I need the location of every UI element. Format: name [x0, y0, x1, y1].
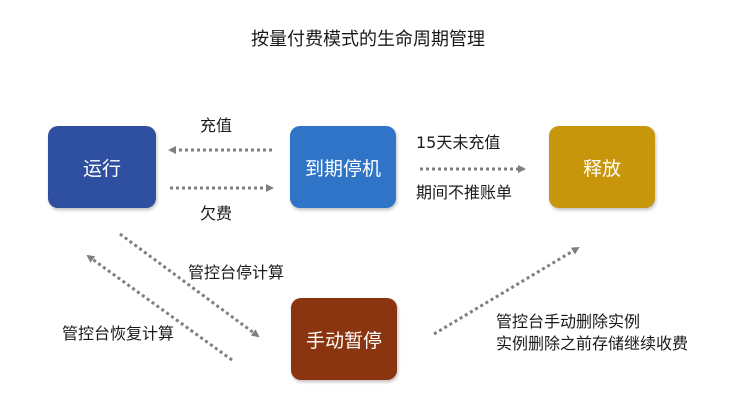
arrow-console-delete	[433, 246, 580, 336]
diagram-title: 按量付费模式的生命周期管理	[251, 29, 485, 50]
label-recharge: 充值	[200, 116, 233, 135]
node-running: 运行	[48, 126, 156, 208]
label-console-stop: 管控台停计算	[188, 263, 285, 282]
arrow-console-stop	[119, 232, 260, 338]
label-console-resume: 管控台恢复计算	[62, 324, 175, 343]
label-no-billing: 期间不推账单	[416, 183, 513, 202]
label-overdue: 欠费	[200, 204, 233, 223]
node-expired-shutdown: 到期停机	[290, 126, 396, 208]
node-manual-pause: 手动暂停	[291, 298, 397, 380]
label-delete-continue: 实例删除之前存储继续收费	[496, 334, 689, 353]
label-not-recharged: 15天未充值	[416, 133, 501, 152]
node-released: 释放	[549, 126, 655, 208]
label-console-delete: 管控台手动删除实例	[496, 312, 641, 331]
